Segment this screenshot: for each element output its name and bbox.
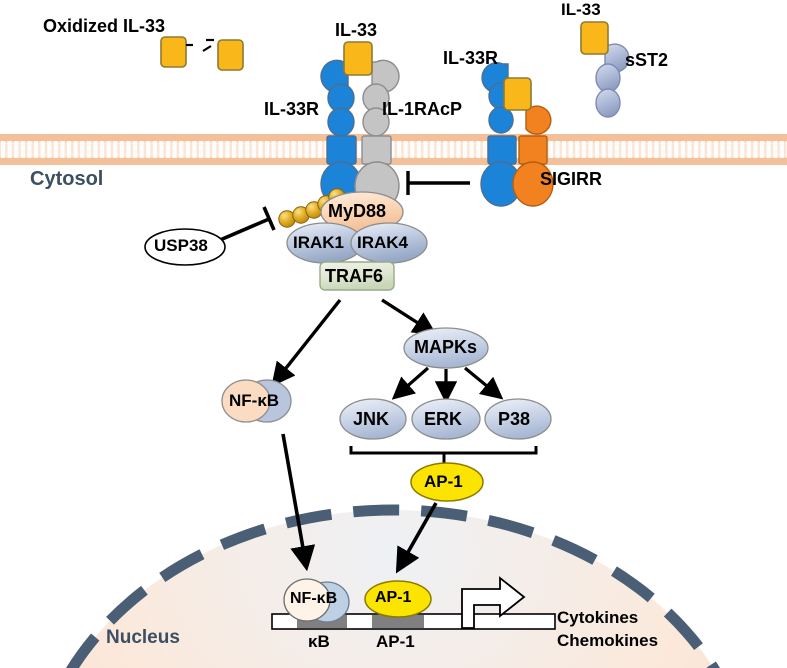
- nfkb-cytosolic-label: NF-κB: [229, 391, 280, 410]
- traf6-label: TRAF6: [325, 266, 383, 286]
- sigirr-tir-domain: [512, 161, 554, 207]
- sigirr-receptor: [512, 105, 554, 207]
- sst2-receptor: [580, 21, 630, 118]
- irak1-label: IRAK1: [293, 233, 345, 252]
- irak4-label: IRAK4: [357, 233, 409, 252]
- mapk-bracket: [349, 446, 538, 464]
- il33r-transmembrane: [326, 135, 357, 165]
- nfkb-bound-label: NF-κB: [290, 590, 338, 607]
- cytosol-label: Cytosol: [30, 168, 104, 190]
- oxidized-il33-square-right: [217, 39, 244, 71]
- nuclear-envelope: [66, 504, 720, 668]
- ap1-site-label: AP-1: [376, 632, 415, 651]
- oxidized-il33-label: Oxidized IL-33: [43, 16, 166, 36]
- usp38-node[interactable]: [144, 228, 226, 266]
- myd88-label: MyD88: [328, 201, 387, 221]
- chemokines-output-label: Chemokines: [557, 631, 659, 650]
- cytokines-output-label: Cytokines: [557, 608, 639, 627]
- il33-ligand-sst2: [580, 21, 609, 55]
- ap1-binding-site: [372, 615, 424, 628]
- arrow-traf6-to-mapks: [381, 298, 438, 336]
- usp38-label: USP38: [154, 236, 208, 255]
- jnk-node[interactable]: [339, 398, 407, 440]
- ap1-bound-label: AP-1: [375, 589, 412, 606]
- sigirr-inhibition-arrow: [406, 171, 470, 195]
- arrow-nfkb-to-nucleus: [281, 433, 316, 572]
- nucleus-label: Nucleus: [106, 627, 180, 648]
- il33-center-label: IL-33: [335, 20, 378, 40]
- mapks-node[interactable]: [403, 327, 489, 369]
- arrow-traf6-to-nfkb: [271, 298, 342, 387]
- nfkb-bound-node[interactable]: [283, 578, 350, 623]
- sigirr-label: SIGIRR: [540, 169, 603, 189]
- sst2-label: sST2: [625, 50, 669, 70]
- il33r-sigirr-complex: [480, 62, 554, 207]
- ap1-bound-node[interactable]: [364, 580, 432, 618]
- il33-ligand-center: [343, 41, 373, 76]
- sigirr-transmembrane: [518, 135, 548, 165]
- il1racp-label: IL-1RAcP: [382, 99, 463, 119]
- ap1-cytosolic-label: AP-1: [424, 472, 463, 491]
- mapks-label: MAPKs: [414, 337, 478, 357]
- erk-node[interactable]: [411, 398, 481, 440]
- jnk-label: JNK: [353, 409, 390, 429]
- il33r-right: [480, 62, 522, 207]
- oxidized-il33-molecule: [160, 36, 244, 71]
- il33-ligand-sigirr: [503, 77, 532, 111]
- il33r-right-label: IL-33R: [443, 48, 499, 68]
- il33-sst2-label: IL-33: [561, 0, 601, 19]
- il33r-center-label: IL-33R: [264, 99, 320, 119]
- ap1-cytosolic-node[interactable]: [410, 462, 484, 502]
- plasma-membrane: [0, 134, 787, 165]
- p38-node[interactable]: [484, 398, 552, 440]
- transcription-start-arrow: [461, 576, 526, 629]
- arrow-ap1-to-nucleus: [395, 502, 438, 574]
- traf6-node[interactable]: [319, 261, 395, 291]
- arrow-mapks-to-p38: [463, 366, 504, 400]
- nfkb-cytosolic-node[interactable]: [221, 379, 292, 423]
- erk-label: ERK: [424, 409, 463, 429]
- il1racp-transmembrane: [361, 135, 392, 165]
- oxidized-il33-square-left: [160, 36, 187, 68]
- arrow-mapks-to-jnk: [391, 366, 430, 400]
- kb-site-label: κB: [308, 632, 330, 651]
- il33r-il1racp-complex: [320, 41, 400, 211]
- usp38-inhibition-arrow: [212, 206, 276, 245]
- p38-label: P38: [498, 409, 531, 429]
